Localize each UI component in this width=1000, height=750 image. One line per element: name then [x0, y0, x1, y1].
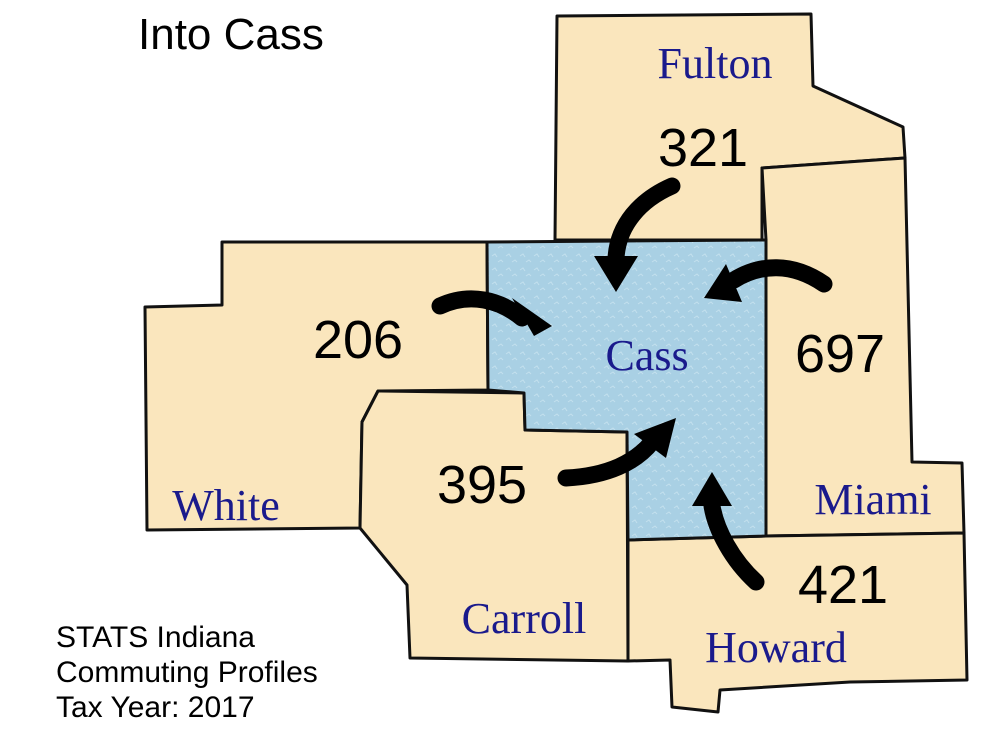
- county-howard: [626, 531, 969, 714]
- source-line-1: STATS Indiana: [56, 621, 255, 654]
- county-label-miami: Miami: [814, 475, 931, 524]
- flow-count-howard: 421: [798, 555, 888, 615]
- source-note: STATS Indiana Commuting Profiles Tax Yea…: [56, 620, 318, 725]
- county-label-carroll: Carroll: [462, 594, 587, 643]
- source-line-3: Tax Year: 2017: [56, 691, 255, 724]
- county-cass: [485, 238, 768, 542]
- flow-arrow-carroll: [557, 418, 676, 487]
- county-label-howard: Howard: [705, 623, 847, 672]
- source-line-2: Commuting Profiles: [56, 656, 318, 689]
- map-title: Into Cass: [138, 10, 324, 59]
- flow-count-white: 206: [313, 310, 403, 370]
- county-label-cass: Cass: [605, 331, 688, 380]
- flow-count-miami: 697: [795, 324, 885, 384]
- flow-arrow-white: [431, 290, 552, 336]
- flow-count-carroll: 395: [437, 455, 527, 515]
- flow-arrow-fulton: [594, 177, 681, 292]
- county-label-white: White: [172, 481, 280, 530]
- flow-count-fulton: 321: [658, 118, 748, 178]
- flow-arrow-miami: [704, 259, 833, 302]
- county-label-fulton: Fulton: [658, 39, 773, 88]
- flow-arrow-howard: [692, 472, 765, 591]
